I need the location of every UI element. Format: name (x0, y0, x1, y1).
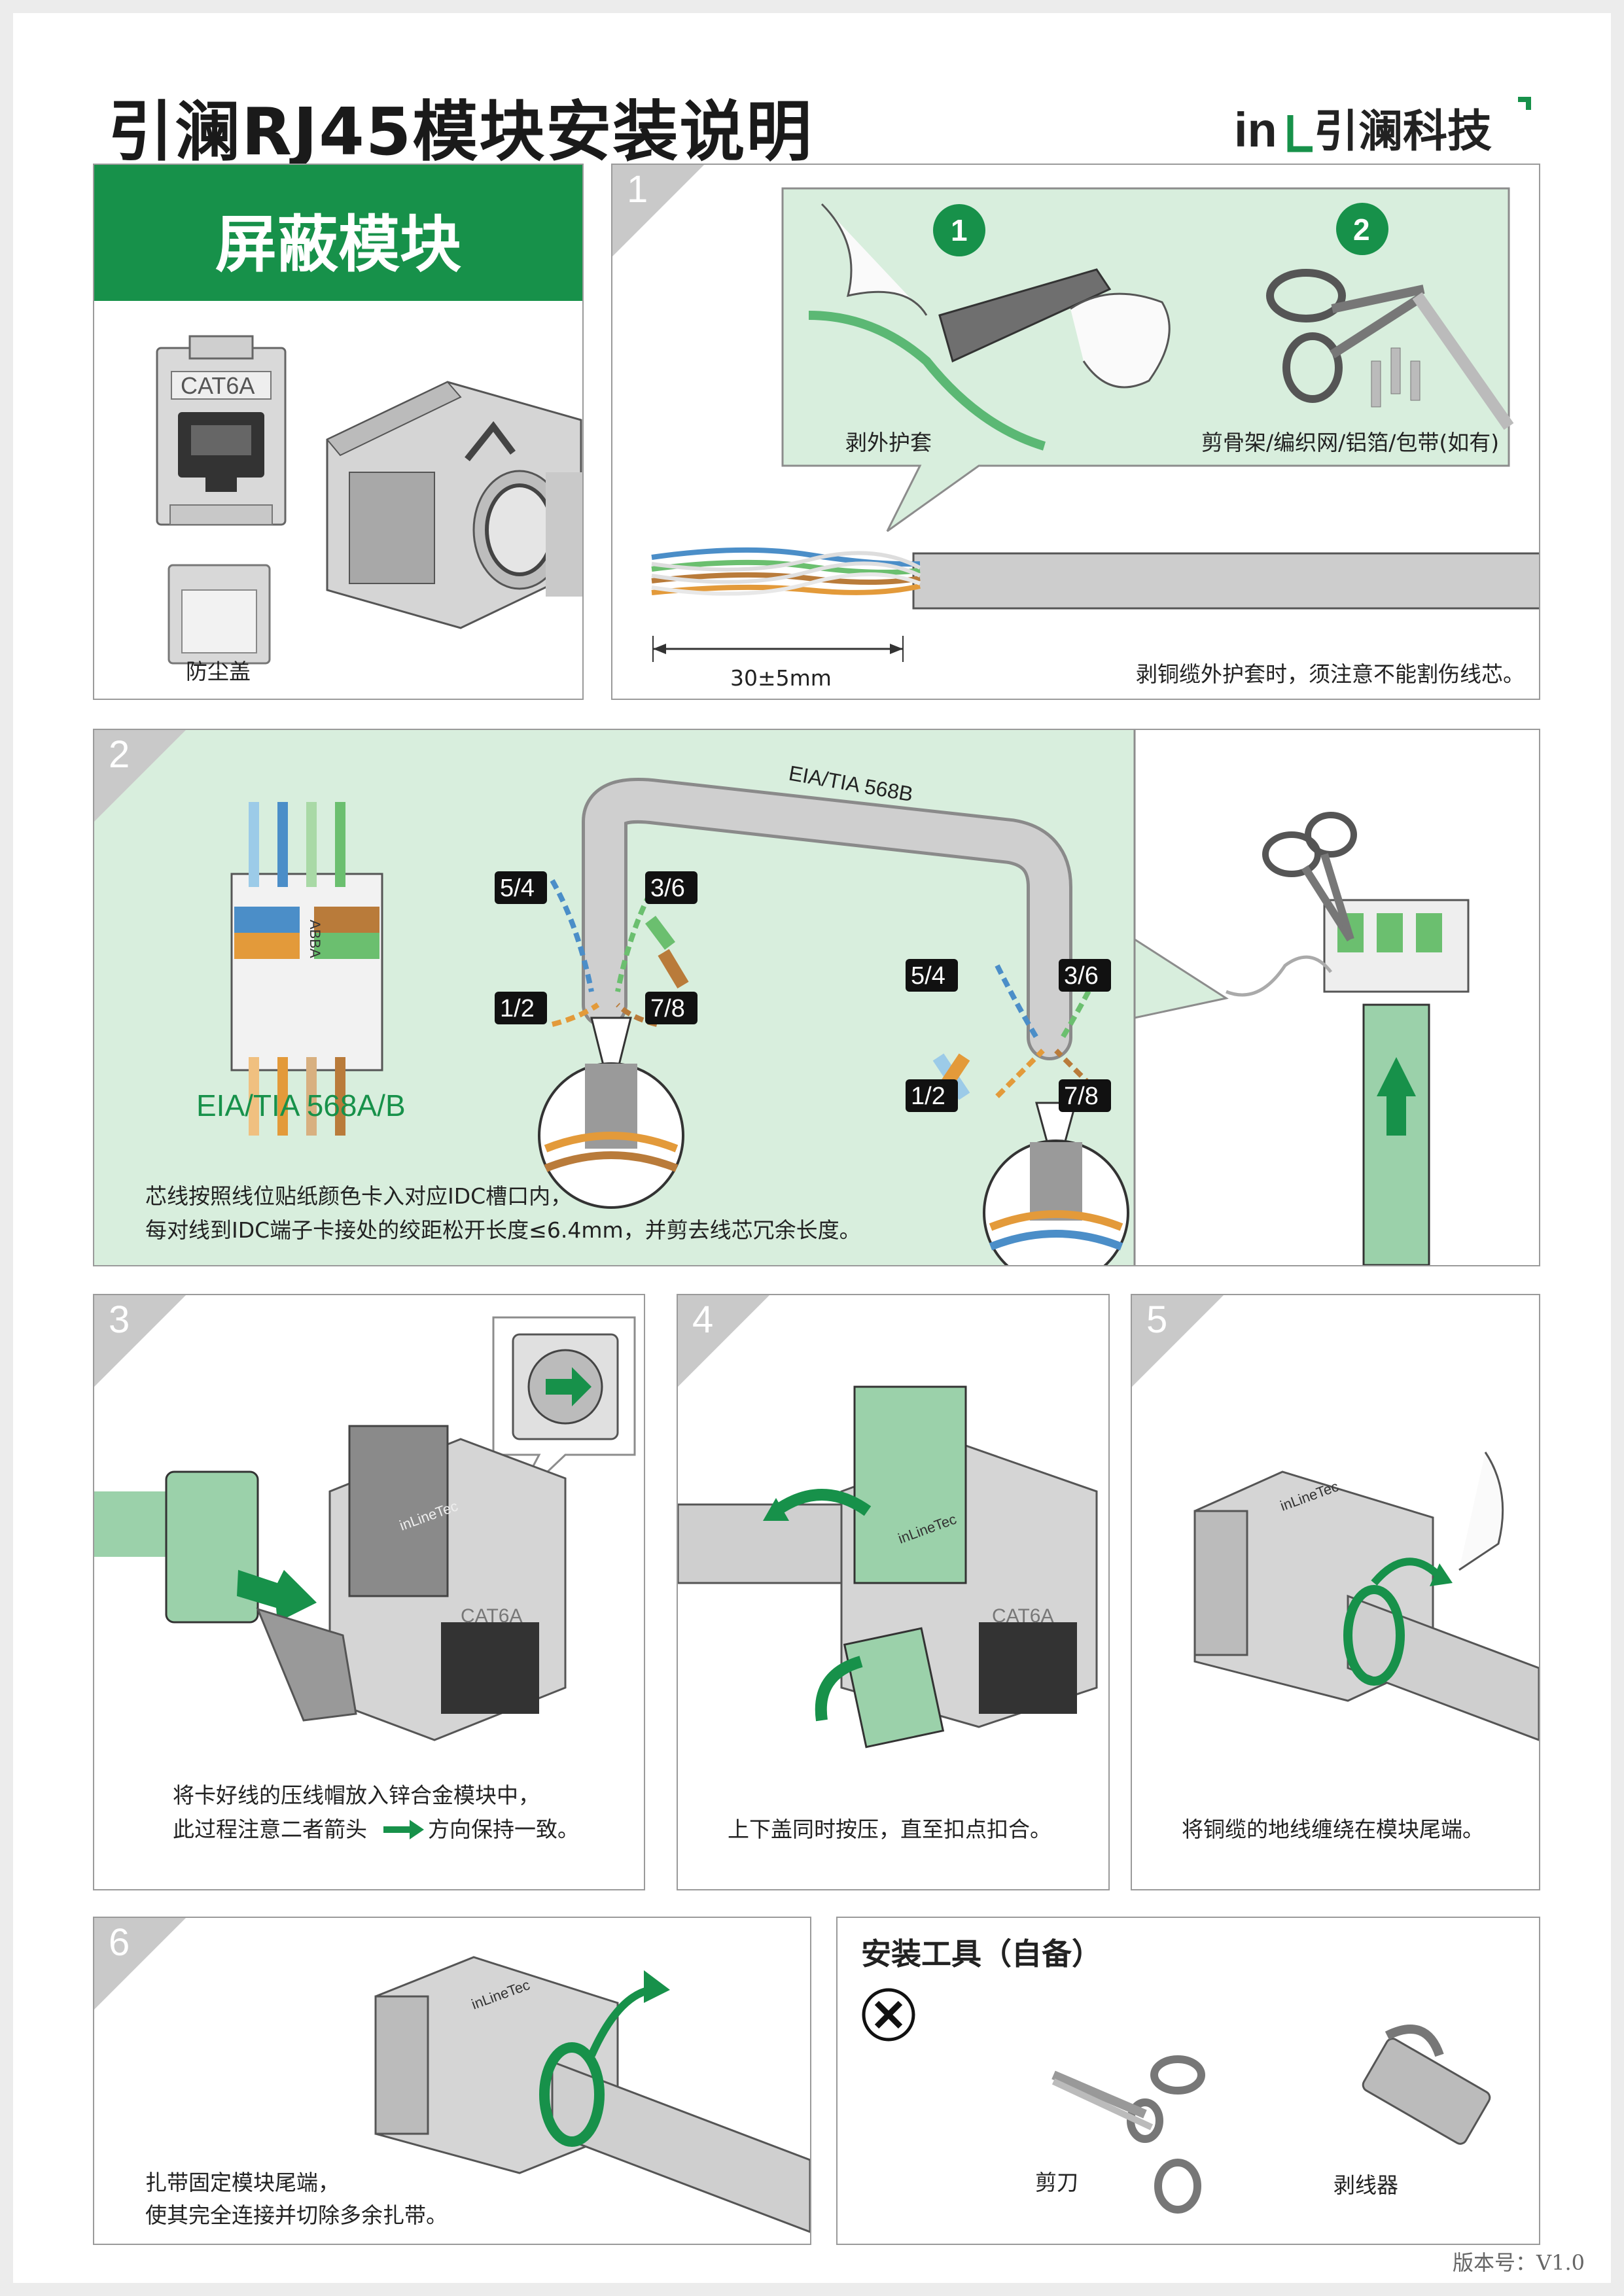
step-4-panel: 4 CAT6A inLineTec 上下盖同时按压，直至扣点扣合。 (677, 1294, 1110, 1890)
step-1-sub2-number: 2 (1353, 213, 1370, 247)
step-1-sub1-label: 剥外护套 (845, 430, 932, 455)
pair-label-left-36: 3/6 (645, 871, 697, 904)
scissors-label: 剪刀 (1035, 2170, 1078, 2195)
step-3-badge: 3 (94, 1295, 186, 1387)
step-3-note-line2a: 此过程注意二者箭头 (173, 1817, 367, 1842)
idc-letters: ABBA (307, 920, 323, 958)
wire-stripper-icon (1362, 2038, 1491, 2145)
pair-label-right-36: 3/6 (1059, 959, 1111, 992)
step-6-note-line1: 扎带固定模块尾端， (145, 2170, 340, 2195)
step-4-jack-label: CAT6A (992, 1605, 1053, 1627)
step-6-illustration: inLineTec (374, 1956, 810, 2233)
step-1-note: 剥铜缆外护套时，须注意不能割伤线芯。 (1136, 661, 1525, 687)
step-1-sub2-label: 剪骨架/编织网/铝箔/包带(如有) (1201, 430, 1500, 455)
svg-text:3/6: 3/6 (1064, 962, 1099, 990)
step-1-panel: 1 1 2 (611, 164, 1540, 700)
version-label: 版本号：V1.0 (1452, 2250, 1585, 2275)
stripper-label: 剥线器 (1333, 2172, 1398, 2198)
step-2-note-line2: 每对线到IDC端子卡接处的绞距松开长度≤6.4mm，并剪去线芯冗余长度。 (145, 1217, 861, 1243)
module-title-band: 屏蔽模块 (94, 165, 582, 301)
svg-text:1/2: 1/2 (500, 995, 535, 1022)
step-1-dimension: 30±5mm (730, 665, 832, 691)
step-2-badge: 2 (94, 730, 186, 822)
step-6-note-line2: 使其完全连接并切除多余扎带。 (145, 2202, 448, 2228)
logo-text: 引澜科技 (1314, 107, 1492, 156)
step-5-panel: 5 inLineTec 将铜缆的地线缠绕在模块尾端。 (1131, 1294, 1540, 1890)
step-5-badge: 5 (1132, 1295, 1224, 1387)
pair-label-left-12: 1/2 (495, 992, 547, 1024)
step-3-note-line2b: 方向保持一致。 (428, 1817, 579, 1842)
pair-label-right-12: 1/2 (906, 1079, 958, 1112)
tools-icon (862, 1988, 915, 2042)
pair-label-right-78: 7/8 (1059, 1079, 1111, 1112)
tools-panel: 安装工具（自备） 剪刀 剥线器 (836, 1917, 1540, 2245)
step-1-badge: 1 (612, 165, 704, 256)
step-4-note: 上下盖同时按压，直至扣点扣合。 (728, 1817, 1051, 1842)
dust-cap-label: 防尘盖 (186, 659, 251, 684)
step-2-labels: 5/4 3/6 1/2 7/8 5/4 3/6 1/2 7/8 EIA/TIA … (196, 761, 1111, 1122)
pair-label-right-54: 5/4 (906, 959, 958, 992)
pair-label-left-54: 5/4 (495, 871, 547, 904)
svg-text:5/4: 5/4 (500, 875, 535, 902)
idc-color-block (230, 802, 383, 1136)
step-4-number: 4 (692, 1298, 714, 1341)
step-5-number: 5 (1146, 1298, 1168, 1341)
step-3-illustration: CAT6A inLineTec (94, 1316, 636, 1741)
svg-text:7/8: 7/8 (650, 995, 685, 1022)
standard-label: EIA/TIA 568A/B (196, 1088, 406, 1122)
module-title: 屏蔽模块 (215, 209, 461, 281)
step-6-panel: 6 inLineTec 扎带固定模块尾端， 使其完全连接并切除多余扎带。 (93, 1917, 811, 2245)
step-2-number: 2 (109, 733, 130, 776)
jack-label: CAT6A (181, 372, 255, 399)
module-illustration: CAT6A (156, 335, 582, 665)
step-4-illustration: CAT6A inLineTec (678, 1385, 1098, 1748)
logo-mark: in (1234, 103, 1277, 157)
svg-text:3/6: 3/6 (650, 875, 685, 902)
brand-logo: in 引澜科技 (1230, 90, 1538, 162)
tools-illustration (1051, 2025, 1491, 2214)
cable-standard-label: EIA/TIA 568B (787, 761, 915, 806)
step-6-badge: 6 (94, 1918, 186, 2009)
page-title: 引澜RJ45模块安装说明 (108, 94, 813, 170)
step-1-sub1-number: 1 (951, 213, 968, 247)
step-3-number: 3 (109, 1298, 130, 1341)
step-2-panel: ABBA (93, 729, 1540, 1266)
step-3-panel: 3 CAT6A inLineTec 将卡好线的压线帽放入锌合金模块中， 此过程注… (93, 1294, 645, 1890)
step-1-number: 1 (627, 168, 648, 211)
step-5-illustration: inLineTec (1193, 1452, 1539, 1741)
step-6-number: 6 (109, 1921, 130, 1964)
step-3-note-line1: 将卡好线的压线帽放入锌合金模块中， (173, 1783, 540, 1808)
logo-mark-icon: in 引澜科技 (1234, 97, 1531, 157)
step-2-note-line1: 芯线按照线位贴纸颜色卡入对应IDC槽口内， (145, 1183, 573, 1209)
svg-text:7/8: 7/8 (1064, 1083, 1099, 1110)
module-panel: 屏蔽模块 CAT6A 防尘盖 (93, 164, 584, 700)
step-4-badge: 4 (678, 1295, 769, 1387)
svg-text:1/2: 1/2 (911, 1083, 945, 1110)
step-5-note: 将铜缆的地线缠绕在模块尾端。 (1182, 1817, 1484, 1842)
instruction-sheet: 引澜RJ45模块安装说明 in 引澜科技 屏蔽模块 CAT6A (13, 13, 1611, 2283)
svg-text:5/4: 5/4 (911, 962, 945, 990)
tools-title: 安装工具（自备） (861, 1936, 1102, 1972)
step-3-jack-label: CAT6A (461, 1605, 522, 1627)
step-1-illustration: 1 2 (651, 187, 1539, 662)
scissors-icon (1150, 2055, 1205, 2095)
pair-label-left-78: 7/8 (645, 992, 697, 1024)
green-arrow-icon (383, 1820, 424, 1839)
